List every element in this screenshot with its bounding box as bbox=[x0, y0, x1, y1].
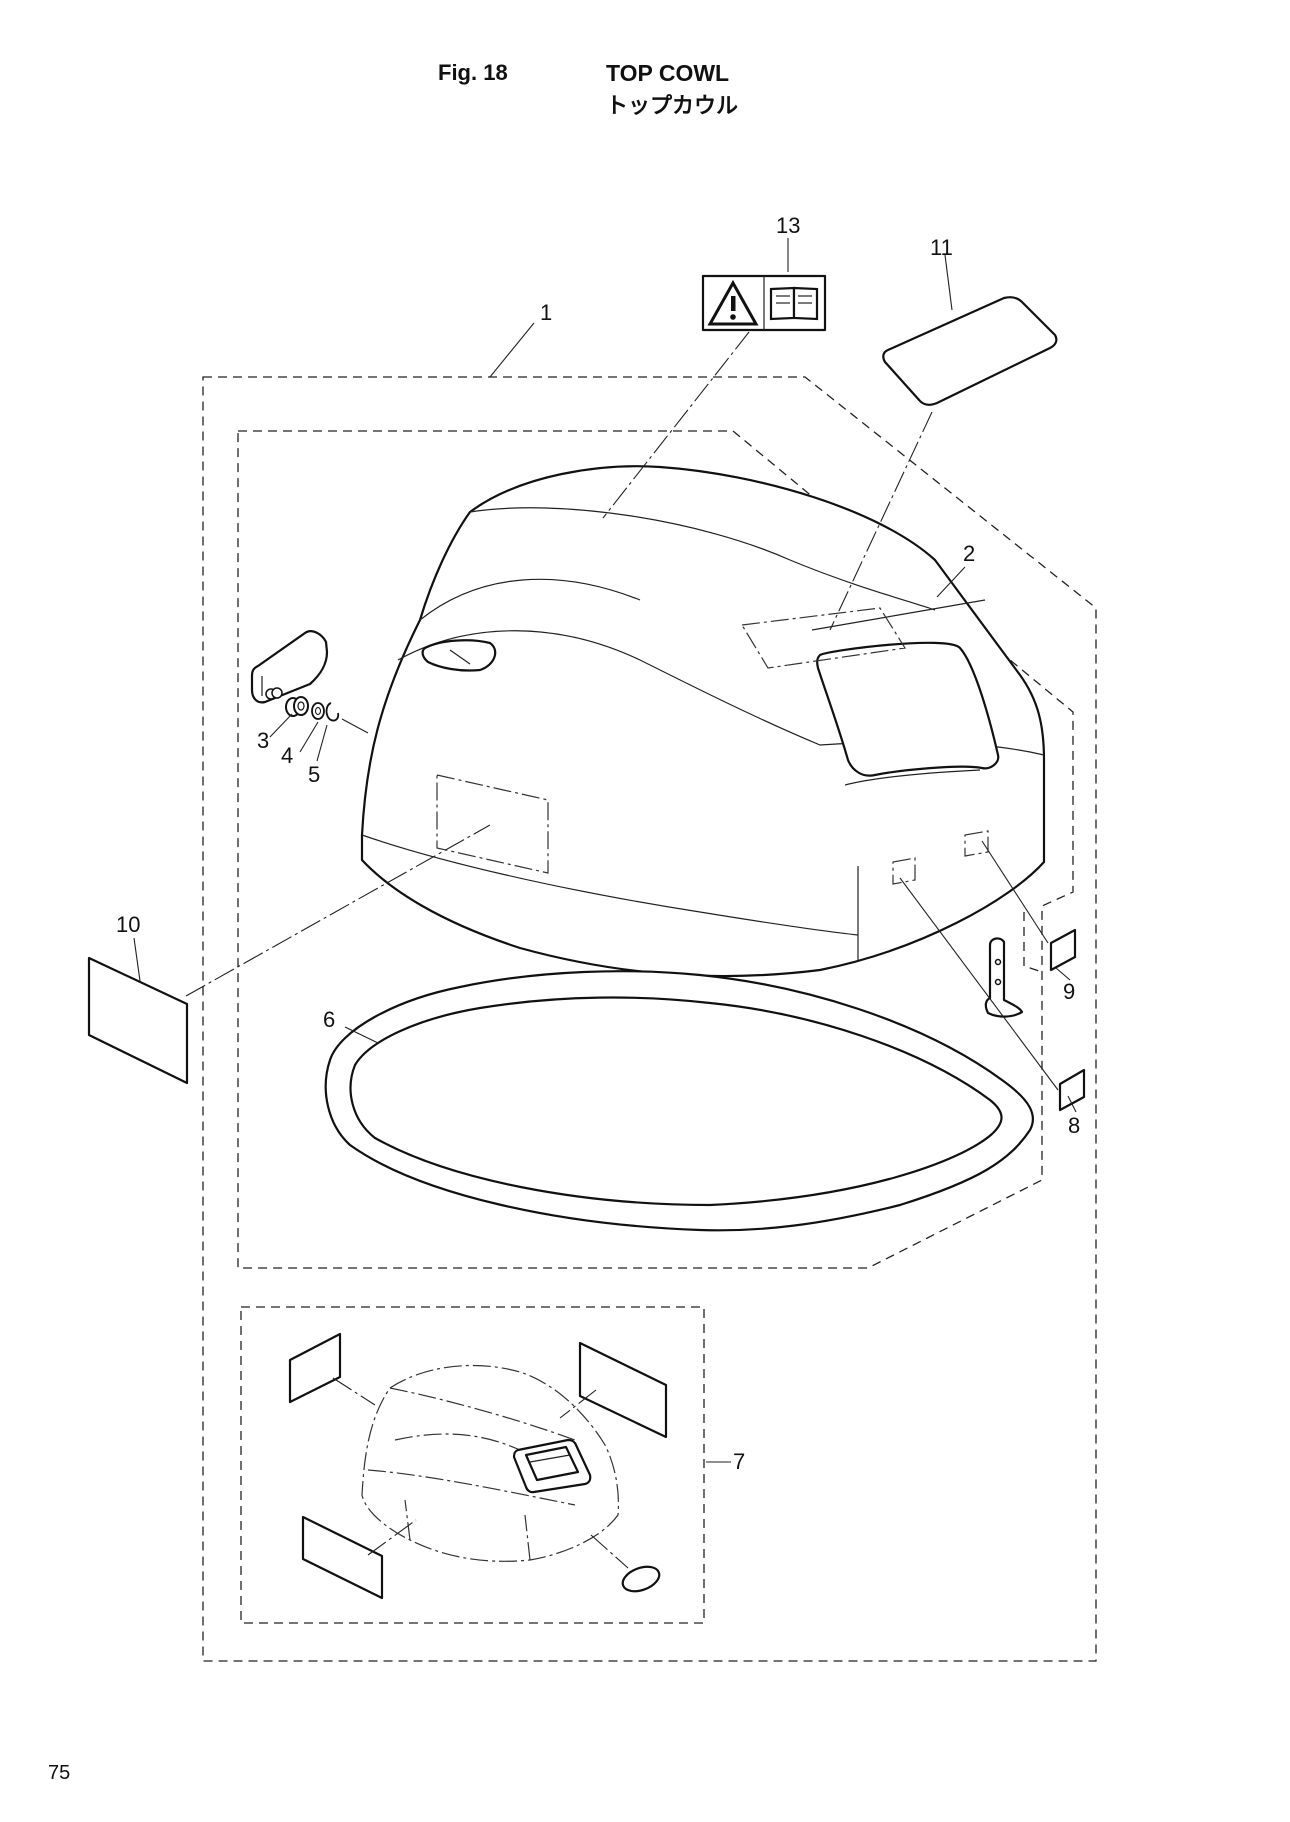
bushing-3 bbox=[285, 696, 309, 717]
leader-13-chain bbox=[602, 331, 750, 519]
leader-3 bbox=[269, 713, 293, 738]
leader-2 bbox=[936, 566, 966, 598]
kit-oval-badge bbox=[621, 1565, 661, 1593]
callout-2: 2 bbox=[963, 541, 975, 566]
leader-8 bbox=[1067, 1095, 1077, 1113]
callout-9: 9 bbox=[1063, 979, 1075, 1004]
callout-8: 8 bbox=[1068, 1113, 1080, 1138]
leader-4 bbox=[299, 721, 319, 753]
leader-9-body bbox=[981, 840, 1049, 944]
callout-13: 13 bbox=[776, 213, 800, 238]
leader-10 bbox=[133, 937, 141, 982]
callout-10: 10 bbox=[116, 912, 140, 937]
leader-11 bbox=[944, 254, 953, 311]
kit-label-bottom bbox=[301, 1515, 384, 1600]
small-label-9 bbox=[1049, 928, 1077, 972]
leader-6 bbox=[344, 1026, 379, 1044]
callout-7: 7 bbox=[733, 1449, 745, 1474]
callout-6: 6 bbox=[323, 1007, 335, 1032]
figure-title-english: TOP COWL bbox=[606, 60, 730, 86]
latch-plate bbox=[250, 630, 329, 704]
side-label-plate bbox=[87, 956, 189, 1085]
kit-label-right-top bbox=[578, 1341, 668, 1439]
washer-4 bbox=[311, 702, 325, 720]
callout-11: 11 bbox=[930, 235, 953, 260]
bracket-boundary bbox=[1023, 912, 1043, 973]
page-number: 75 bbox=[48, 1762, 71, 1784]
kit-leader-bottom bbox=[367, 1519, 417, 1556]
assembly-boundary-outer bbox=[202, 376, 1097, 1662]
top-label-plate bbox=[882, 296, 1058, 406]
manual-book-icon bbox=[769, 286, 819, 321]
callout-5: 5 bbox=[308, 762, 320, 787]
leader-1 bbox=[489, 322, 535, 378]
warning-label bbox=[701, 274, 827, 332]
bottom-seal-ring bbox=[324, 970, 1035, 1232]
kit-leader-left-top bbox=[332, 1377, 376, 1406]
figure-number: Fig. 18 bbox=[438, 60, 508, 85]
kit-leader-right-top bbox=[559, 1389, 597, 1419]
leader-11-chain bbox=[829, 411, 933, 631]
leader-clip-body bbox=[341, 718, 369, 734]
callout-4: 4 bbox=[281, 743, 293, 768]
mounting-bracket bbox=[984, 937, 1024, 1018]
callout-3: 3 bbox=[257, 728, 269, 753]
leader-8-body bbox=[899, 877, 1059, 1091]
leader-10-chain bbox=[185, 824, 491, 997]
figure-title-japanese: トップカウル bbox=[606, 94, 739, 119]
callout-1: 1 bbox=[540, 300, 552, 325]
kit-boundary bbox=[240, 1306, 705, 1624]
leader-5 bbox=[316, 724, 328, 762]
small-label-8 bbox=[1058, 1068, 1086, 1112]
clip-5 bbox=[325, 702, 340, 722]
kit-leader-oval bbox=[590, 1534, 629, 1569]
kit-label-left-top bbox=[288, 1332, 342, 1404]
top-cowl-body bbox=[360, 465, 1046, 978]
leader-9 bbox=[1055, 967, 1071, 981]
kit-cowl-sketch bbox=[361, 1364, 620, 1562]
